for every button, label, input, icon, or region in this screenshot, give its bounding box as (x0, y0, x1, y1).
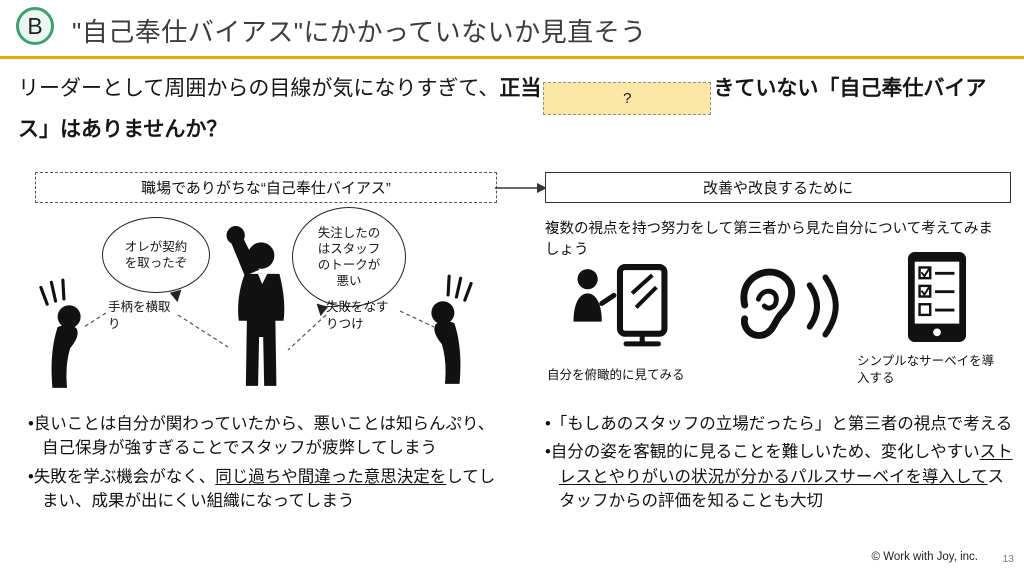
workplace-illustration: オレが契約 を取ったぞ 失注したの はスタッフ のトークが 悪い 手柄を横取 り… (20, 205, 500, 405)
improvement-panel-header: 改善や改良するために (545, 172, 1011, 203)
speech-bubble-boast: オレが契約 を取ったぞ (102, 217, 210, 293)
connector-arrow (495, 183, 547, 193)
triumphant-person-icon (208, 223, 300, 391)
caption-mirror: 自分を俯瞰的に見てみる (547, 368, 685, 382)
lead-paragraph: リーダーとして周囲からの目線が気になりすぎて、正当?きていない「自己奉仕バイアス… (18, 74, 1004, 145)
speech-bubble-blame: 失注したの はスタッフ のトークが 悪い (292, 207, 406, 307)
workplace-panel-title: 職場でありがちな“自己奉仕バイアス” (141, 180, 391, 197)
dejected-person-left-icon (32, 277, 100, 392)
text-segment: •「もしあのスタッフの立場だったら」と第三者の視点で考える (545, 415, 1013, 433)
lead-text-2: 正当 (499, 77, 542, 100)
text-segment: •自分の姿を客観的に見ることを難しいため、変化しやすい (545, 443, 980, 462)
lead-text-1: リーダーとして周囲からの目線が気になりすぎて、 (18, 77, 500, 100)
improvement-content: 複数の視点を持つ努力をして第三者から見た自分について考えてみましょう (545, 205, 1011, 410)
workplace-panel-header: 職場でありがちな“自己奉仕バイアス” (35, 172, 497, 203)
text-segment: •良いことは自分が関わっていたから、悪いことは知らんぷり、自己保身が強すぎること… (28, 415, 495, 458)
text-segment-underlined: ストレスとやりがいの状況が分かるパルスサーベイを導入して (559, 443, 1013, 486)
text-segment: •失敗を学ぶ機会がなく、 (28, 467, 216, 486)
list-item: •良いことは自分が関わっていたから、悪いことは知らんぷり、自己保身が強すぎること… (28, 412, 498, 461)
caption-survey: シンプルなサーベイを導入する (857, 354, 995, 385)
redaction-question-mark: ? (623, 90, 632, 107)
text-segment-underlined: 同じ過ちや間違った意思決定を (215, 467, 447, 486)
person-mirror-icon (567, 263, 679, 359)
list-item: •自分の姿を客観的に見ることを難しいため、変化しやすいストレスとやりがいの状況が… (545, 440, 1015, 513)
leader-lines (83, 310, 435, 351)
speech-bubble-blame-text: 失注したの はスタッフ のトークが 悪い (317, 225, 381, 289)
improvement-bullets: •「もしあのスタッフの立場だったら」と第三者の視点で考える •自分の姿を客観的に… (545, 412, 1015, 518)
list-item: •失敗を学ぶ機会がなく、同じ過ちや間違った意思決定をしてしまい、成果が出にくい組… (28, 465, 498, 514)
label-blame-shifting: 失敗をなす りつけ (326, 300, 389, 331)
copyright: © Work with Joy, inc. (871, 551, 978, 563)
survey-tablet-icon (907, 249, 967, 345)
page-title: "自己奉仕バイアス"にかかっていないか見直そう (72, 17, 647, 47)
list-item: •「もしあのスタッフの立場だったら」と第三者の視点で考える (545, 412, 1015, 436)
accent-divider (0, 56, 1024, 59)
improvement-panel-title: 改善や改良するために (702, 180, 853, 197)
label-credit-stealing: 手柄を横取 り (108, 300, 171, 331)
workplace-bullets: •良いことは自分が関わっていたから、悪いことは知らんぷり、自己保身が強すぎること… (28, 412, 498, 518)
speech-bubble-boast-text: オレが契約 を取ったぞ (124, 239, 188, 270)
text-segment: してしまい、成果が出にくい組織になってしまう (42, 467, 496, 511)
page-number: 13 (1002, 553, 1014, 565)
lead-text-3: きていない「自己奉仕バイアス」はありませんか？ (18, 77, 987, 141)
section-badge: B (16, 7, 54, 45)
section-badge-label: B (27, 12, 43, 39)
redaction-box: ? (543, 82, 712, 115)
improvement-intro: 複数の視点を持つ努力をして第三者から見た自分について考えてみましょう (545, 221, 993, 259)
ear-listening-icon (723, 257, 851, 357)
dejected-person-right-icon (412, 273, 480, 388)
text-segment: スタッフからの評価を知ることも大切 (559, 467, 1005, 511)
